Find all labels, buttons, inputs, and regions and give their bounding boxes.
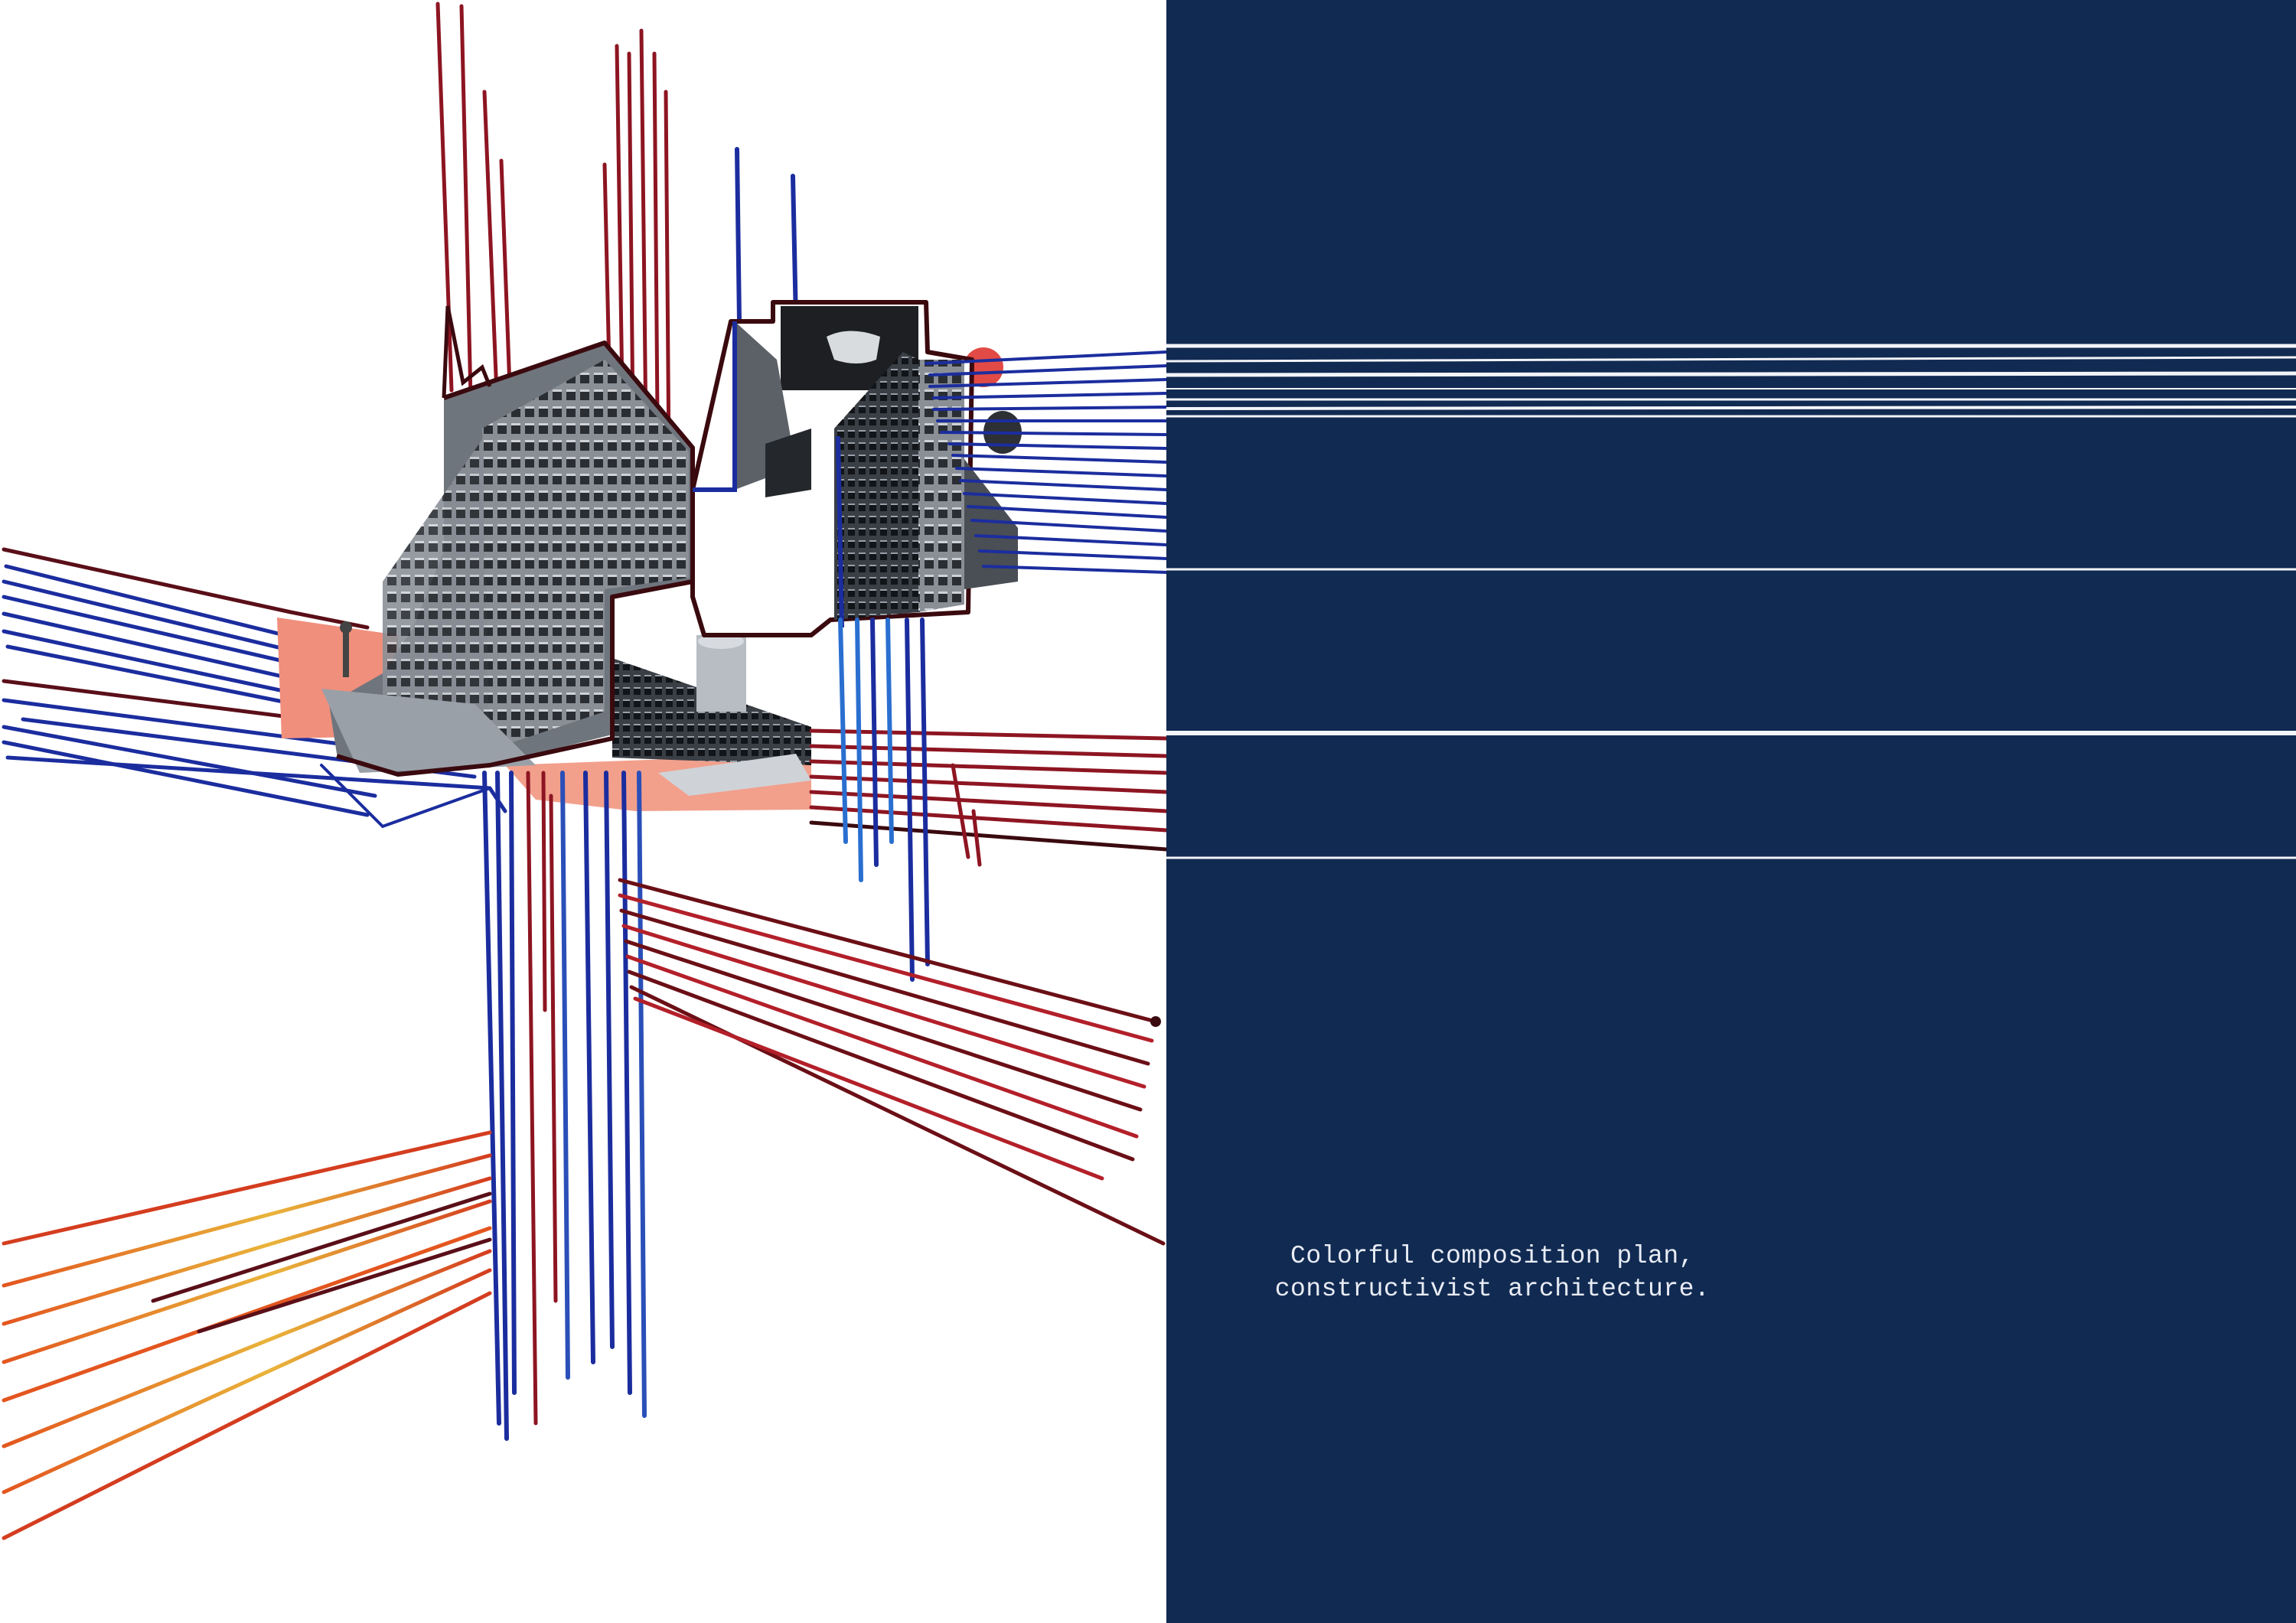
tower-blue-horizontal-strokes-icon (925, 350, 1166, 574)
navy-panel (1166, 0, 2296, 1623)
architectural-collage-icon (2, 2, 1166, 1540)
right-red-horizontal-strokes-icon (809, 728, 1166, 852)
central-blue-vertical-strokes-icon (482, 618, 930, 1441)
central-red-vertical-strokes-icon (526, 763, 982, 1426)
caption-line-2: constructivist architecture. (1274, 1275, 1711, 1303)
artwork-panel (2, 2, 1166, 1540)
main-slab-building-icon (321, 305, 811, 796)
right-tower-collage-icon (690, 300, 1022, 637)
lower-left-diagonal-strokes-icon (2, 1130, 492, 1540)
ink-dot-icon (1150, 1016, 1161, 1027)
white-horizontal-rules-icon (1166, 344, 2296, 859)
caption-text: Colorful composition plan, constructivis… (1255, 1240, 1730, 1305)
lower-right-diagonal-strokes-icon (618, 878, 1166, 1246)
caption-line-1: Colorful composition plan, (1290, 1242, 1694, 1270)
upper-blue-vertical-strokes-icon (735, 147, 798, 324)
